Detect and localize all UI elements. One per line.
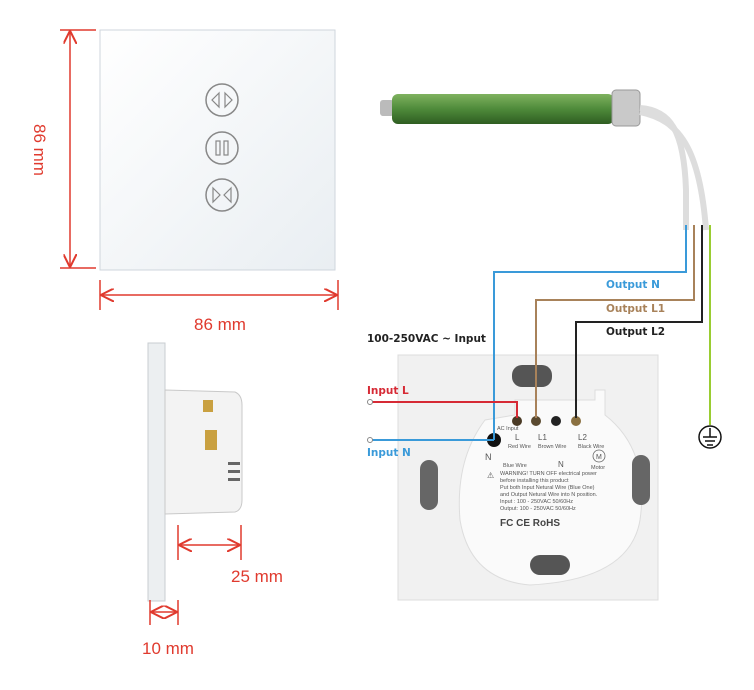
thickness-label: 10 mm bbox=[142, 639, 194, 658]
ac-input-text: AC Input bbox=[497, 426, 519, 432]
warning-line-3: Put both Input Netural Wire (Blue One) bbox=[500, 485, 595, 491]
front-panel bbox=[99, 29, 336, 271]
warning-line-2: before installing this product bbox=[500, 478, 569, 484]
terminal-l2-text: L2 bbox=[578, 433, 587, 442]
earth-ground-icon bbox=[698, 425, 722, 449]
close-button-icon bbox=[205, 178, 239, 212]
input-spec: Input : 100 - 250VAC 50/60Hz bbox=[500, 499, 573, 505]
width-label: 86 mm bbox=[194, 315, 246, 334]
red-wire-text: Red Wire bbox=[508, 444, 531, 450]
depth-label: 25 mm bbox=[231, 567, 283, 586]
motor-text: Motor bbox=[591, 465, 605, 471]
width-dimension: 86 mm bbox=[99, 280, 339, 334]
output-spec: Output: 100 - 250VAC 50/60Hz bbox=[500, 506, 576, 512]
wires bbox=[367, 225, 711, 443]
side-view: 25 mm 10 mm bbox=[142, 342, 283, 658]
pause-button-icon bbox=[205, 131, 239, 165]
input-n-label: Input N bbox=[367, 447, 411, 459]
black-wire-text: Black Wire bbox=[578, 444, 604, 450]
terminal-n-text: N bbox=[485, 452, 492, 462]
certification-marks: FC CE RoHS bbox=[500, 518, 560, 529]
motor-icon: M bbox=[592, 449, 606, 463]
brown-wire-text: Brown Wire bbox=[538, 444, 566, 450]
warning-line-1: WARNING! TURN OFF electrical power bbox=[500, 471, 597, 477]
warning-icon: ⚠ bbox=[487, 471, 494, 480]
blue-wire-text: Blue Wire bbox=[503, 463, 527, 469]
output-l2-label: Output L2 bbox=[606, 326, 665, 338]
height-label: 86 mm bbox=[30, 124, 49, 176]
height-dimension: 86 mm bbox=[30, 29, 96, 269]
n-bus-text: N bbox=[558, 460, 564, 469]
terminal-l-text: L bbox=[515, 433, 520, 442]
input-voltage-label: 100-250VAC ~ Input bbox=[367, 333, 486, 345]
terminal-l1-text: L1 bbox=[538, 433, 547, 442]
output-n-label: Output N bbox=[606, 279, 660, 291]
tubular-motor bbox=[380, 89, 709, 231]
open-button-icon bbox=[205, 83, 239, 117]
back-panel: AC Input N L L1 L2 Red Wire Brown Wire B… bbox=[397, 354, 659, 601]
warning-line-4: and Output Netural Wire into N position. bbox=[500, 492, 598, 498]
output-l1-label: Output L1 bbox=[606, 303, 665, 315]
svg-text:M: M bbox=[596, 454, 602, 461]
input-l-label: Input L bbox=[367, 385, 409, 397]
